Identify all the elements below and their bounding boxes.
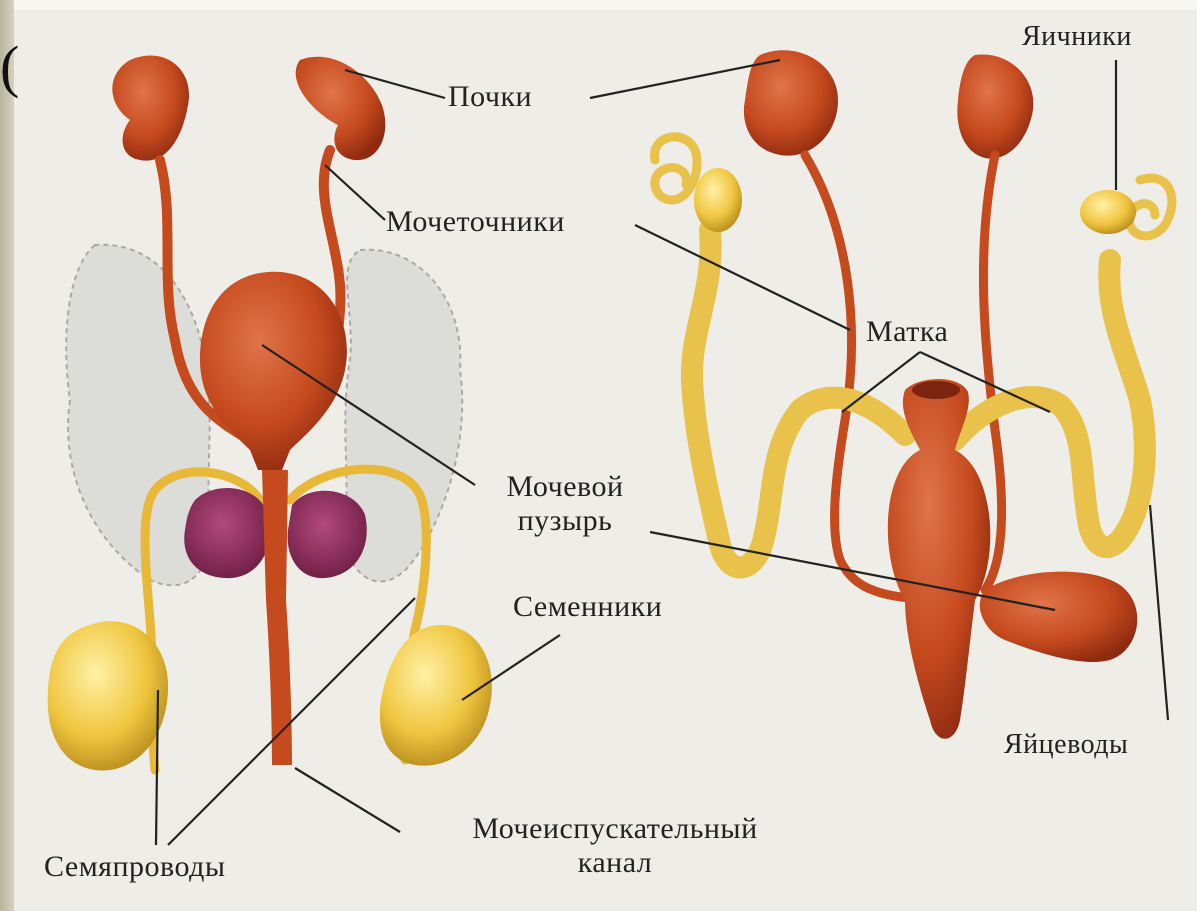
label-bladder: Мочевой пузырь	[480, 470, 650, 538]
female-ovary-right	[1080, 190, 1136, 234]
male-kidney-left	[112, 56, 189, 161]
leader-ureters-male	[325, 165, 385, 220]
female-uterus-opening	[912, 381, 960, 399]
male-urethra	[262, 470, 292, 765]
female-ovary-left	[694, 168, 742, 232]
female-kidney-right	[957, 54, 1033, 158]
female-bladder	[980, 572, 1137, 662]
label-urethra-line2: канал	[405, 846, 825, 880]
male-system	[48, 56, 492, 771]
label-fallopian-tubes: Яйцеводы	[1004, 728, 1128, 762]
label-ovaries: Яичники	[1022, 20, 1132, 54]
label-vas-deferens: Семяпроводы	[44, 850, 226, 884]
female-kidney-left	[744, 50, 838, 155]
male-kidney-right	[296, 57, 386, 160]
female-fimbria-left	[655, 137, 698, 200]
female-fimbria-right	[1129, 178, 1172, 236]
label-ureters: Мочеточники	[386, 205, 565, 239]
male-prostate-left	[184, 488, 270, 578]
male-bladder	[200, 272, 347, 470]
leader-urethra	[295, 768, 400, 832]
label-bladder-line1: Мочевой	[480, 470, 650, 504]
label-urethra-line1: Мочеиспускательный	[405, 812, 825, 846]
leader-ureters-female	[635, 225, 850, 330]
leader-vas-deferens-right	[168, 598, 415, 845]
label-urethra: Мочеиспускательный канал	[405, 812, 825, 880]
label-testes: Семенники	[513, 590, 662, 624]
leader-fallopian-tubes	[1150, 505, 1168, 720]
female-fallopian-tube-left	[692, 230, 905, 568]
female-system	[655, 50, 1172, 739]
male-testis-right	[380, 625, 492, 766]
label-kidneys: Почки	[448, 80, 532, 114]
label-bladder-line2: пузырь	[480, 504, 650, 538]
label-uterus: Матка	[866, 315, 948, 349]
